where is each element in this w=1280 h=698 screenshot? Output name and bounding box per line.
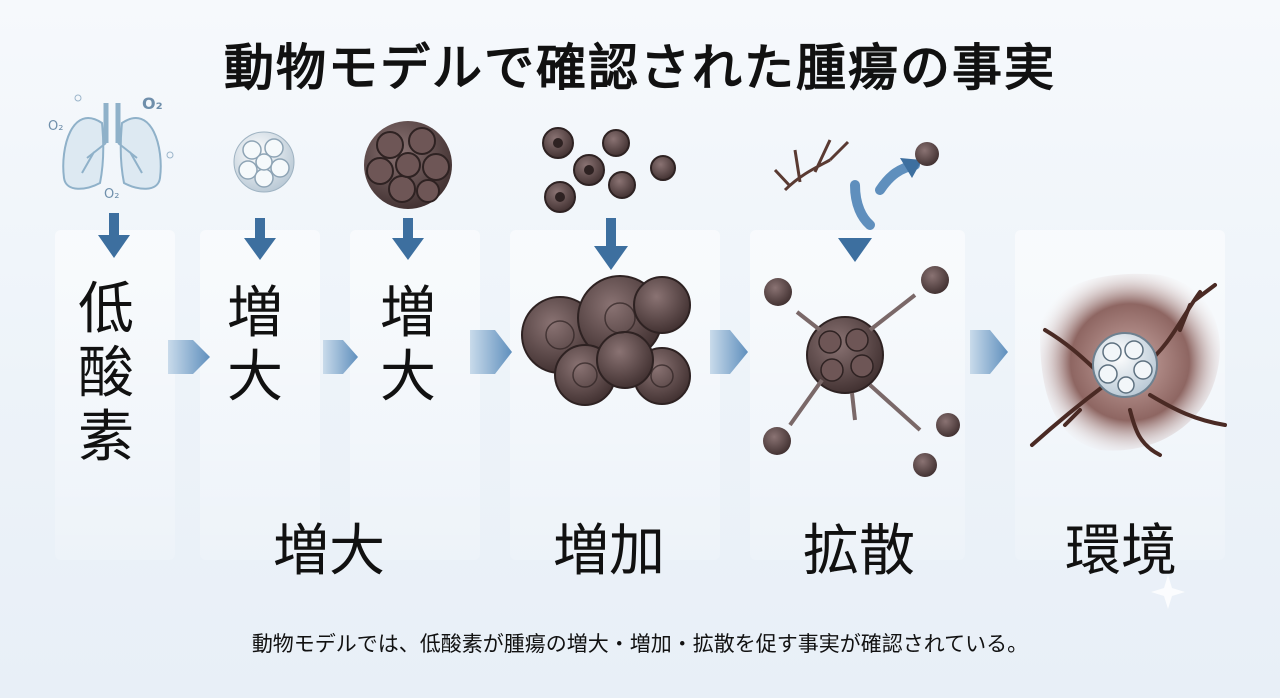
small-cell-cluster-icon: [233, 131, 295, 193]
tumor-environment-icon: [1030, 273, 1227, 457]
down-arrows: [98, 213, 628, 270]
tumor-cells-icon: [542, 127, 676, 213]
page-title: 動物モデルで確認された腫瘍の事実: [224, 38, 1056, 97]
label-increase: 増加: [553, 519, 665, 584]
step-label-hypoxia: 低酸素: [78, 277, 134, 470]
o2-label: O₂: [142, 94, 163, 113]
o2-label: O₂: [104, 187, 119, 202]
panel-enlarge1: [200, 230, 320, 560]
flow-chevrons: [168, 330, 1008, 374]
sparkle-icon: [1151, 575, 1185, 609]
lungs-icon: [62, 103, 162, 190]
large-tumor-icon: [364, 121, 452, 209]
tumor-mass-icon: [521, 275, 691, 406]
label-environment: 環境: [1065, 519, 1177, 584]
panel-hypoxia: [55, 230, 175, 560]
step-label-enlarge1: 増大: [227, 281, 283, 410]
step-label-enlarge2: 増大: [380, 281, 436, 410]
label-enlarge: 増大: [273, 519, 385, 584]
panel-enlarge2: [350, 230, 480, 560]
label-spread: 拡散: [803, 519, 915, 584]
o2-label: O₂: [48, 119, 63, 134]
metastasis-icon: [763, 139, 960, 477]
caption: 動物モデルでは、低酸素が腫瘍の増大・増加・拡散を促す事実が確認されている。: [251, 632, 1029, 656]
